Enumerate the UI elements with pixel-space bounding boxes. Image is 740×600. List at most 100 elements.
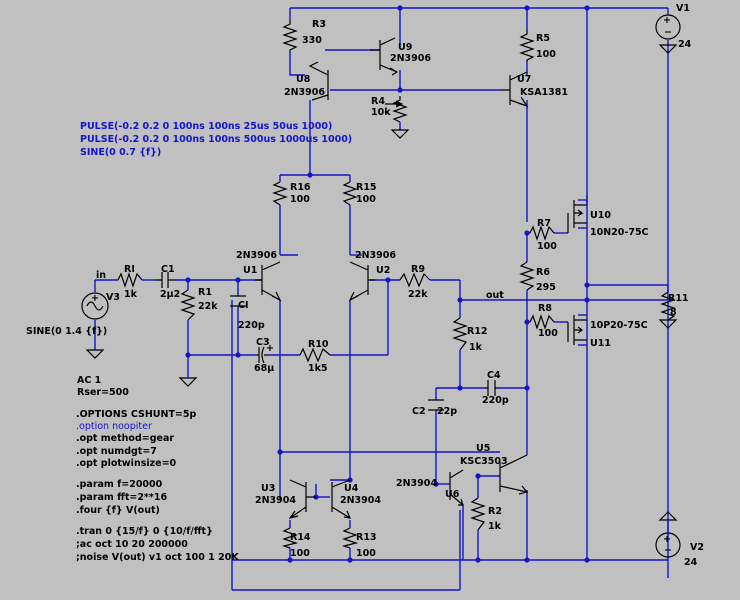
u4-model: 2N3904 <box>340 495 381 506</box>
transistor-u1[interactable] <box>255 261 282 302</box>
capacitor-c4[interactable] <box>485 380 498 396</box>
v1-name: V1 <box>676 3 690 14</box>
directive-param-f[interactable]: .param f=20000 <box>76 479 163 490</box>
u2-model: 2N3906 <box>355 250 396 261</box>
directive-tran[interactable]: .tran 0 {15/f} 0 {10/f/fft} <box>76 526 213 537</box>
directive-opt-plotwinsize[interactable]: .opt plotwinsize=0 <box>76 458 177 469</box>
v1-value: 24 <box>678 39 692 50</box>
ri-value: 1k <box>124 289 138 300</box>
spice-directives[interactable]: .OPTIONS CSHUNT=5p .option noopiter .opt… <box>76 409 239 563</box>
ci-value: 220p <box>238 320 265 331</box>
directive-ac-comment[interactable]: ;ac oct 10 20 200000 <box>76 539 188 550</box>
r4-name: R4 <box>371 96 385 107</box>
source-alternatives: PULSE(-0.2 0.2 0 100ns 100ns 25us 50us 1… <box>80 121 352 158</box>
resistor-r10[interactable] <box>299 347 331 363</box>
transistor-u4[interactable] <box>331 479 351 519</box>
resistor-r6[interactable] <box>519 261 535 291</box>
svg-text:−: − <box>664 27 672 38</box>
resistor-r12[interactable] <box>452 317 468 351</box>
resistor-r5[interactable] <box>519 30 535 62</box>
transistor-u9[interactable] <box>370 37 399 76</box>
r13-value: 100 <box>356 548 376 559</box>
r3-name: R3 <box>312 19 326 30</box>
r5-name: R5 <box>536 33 550 44</box>
mosfet-u10[interactable] <box>567 195 588 233</box>
directive-noise-comment[interactable]: ;noise V(out) v1 oct 100 1 20K <box>76 552 239 563</box>
r11-name: R11 <box>668 293 689 304</box>
wires <box>94 7 669 591</box>
transistor-u5[interactable] <box>499 450 529 495</box>
r8-name: R8 <box>538 303 552 314</box>
u11-name: U11 <box>590 338 611 349</box>
u11-model: 10P20-75C <box>590 320 648 331</box>
r16-value: 100 <box>290 194 310 205</box>
resistor-r4[interactable] <box>385 96 408 123</box>
u9-model: 2N3906 <box>390 53 431 64</box>
u8-name: U8 <box>296 74 311 85</box>
v3-rser: Rser=500 <box>77 387 129 398</box>
directive-opt-method[interactable]: .opt method=gear <box>76 433 174 444</box>
capacitor-c1[interactable] <box>155 272 175 288</box>
r10-value: 1k5 <box>308 363 328 374</box>
transistor-u2[interactable] <box>348 261 375 302</box>
voltage-source-v2[interactable]: + − <box>655 511 681 558</box>
net-label-out: out <box>486 290 504 301</box>
svg-text:+: + <box>266 343 274 354</box>
u10-name: U10 <box>590 210 611 221</box>
v3-settings: AC 1 Rser=500 <box>77 375 129 398</box>
r4-value: 10k <box>371 107 391 118</box>
resistor-r9[interactable] <box>399 272 431 288</box>
svg-text:+: + <box>91 293 99 304</box>
capacitor-c3[interactable]: + <box>255 343 274 364</box>
u8-model: 2N3906 <box>284 87 325 98</box>
c3-name: C3 <box>256 337 270 348</box>
directive-four[interactable]: .four {f} V(out) <box>76 505 160 516</box>
resistor-r3[interactable] <box>282 20 298 52</box>
resistor-r8[interactable] <box>529 314 555 330</box>
c2-value: 22p <box>437 406 457 417</box>
net-label-in: in <box>96 270 106 281</box>
ci-name: CI <box>238 300 249 311</box>
transistor-u7[interactable] <box>500 71 529 108</box>
r5-value: 100 <box>536 49 556 60</box>
capacitor-ci[interactable] <box>230 295 246 307</box>
u3-model: 2N3904 <box>255 495 296 506</box>
directive-options-cshunt[interactable]: .OPTIONS CSHUNT=5p <box>76 409 196 420</box>
resistor-r11[interactable] <box>660 291 676 321</box>
resistor-r2[interactable] <box>470 497 486 531</box>
u9-name: U9 <box>398 42 412 53</box>
r9-value: 22k <box>408 289 428 300</box>
resistor-r1[interactable] <box>180 289 196 321</box>
resistor-ri[interactable] <box>117 272 143 288</box>
transistor-u8[interactable] <box>308 61 329 101</box>
transistor-u3[interactable] <box>288 479 316 519</box>
u3-name: U3 <box>261 483 275 494</box>
resistor-r7[interactable] <box>529 225 555 241</box>
r15-value: 100 <box>356 194 376 205</box>
svg-text:+: + <box>663 534 671 545</box>
resistor-r13[interactable] <box>341 527 359 549</box>
voltage-source-v3[interactable]: + <box>81 292 109 320</box>
r8-value: 100 <box>538 328 558 339</box>
r1-name: R1 <box>198 287 212 298</box>
resistor-r15[interactable] <box>342 181 358 206</box>
r12-value: 1k <box>469 342 483 353</box>
r1-value: 22k <box>198 301 218 312</box>
resistor-r16[interactable] <box>272 181 288 206</box>
u4-name: U4 <box>344 483 359 494</box>
capacitor-c2[interactable] <box>428 399 444 411</box>
u5-model: KSC3503 <box>460 456 508 467</box>
source-alt-pulse-1: PULSE(-0.2 0.2 0 100ns 100ns 25us 50us 1… <box>80 121 332 132</box>
resistor-r14[interactable] <box>281 527 299 549</box>
r14-name: R14 <box>290 532 311 543</box>
transistor-u6[interactable] <box>449 469 464 506</box>
r7-value: 100 <box>537 241 557 252</box>
r11-value: 8 <box>670 307 677 318</box>
mosfet-u11[interactable] <box>567 315 587 345</box>
directive-param-fft[interactable]: .param fft=2**16 <box>76 492 167 503</box>
directive-opt-numdgt[interactable]: .opt numdgt=7 <box>76 446 157 457</box>
directive-option-noopiter[interactable]: .option noopiter <box>76 421 152 432</box>
u7-model: KSA1381 <box>520 87 568 98</box>
voltage-source-v1[interactable]: + − <box>655 14 681 54</box>
